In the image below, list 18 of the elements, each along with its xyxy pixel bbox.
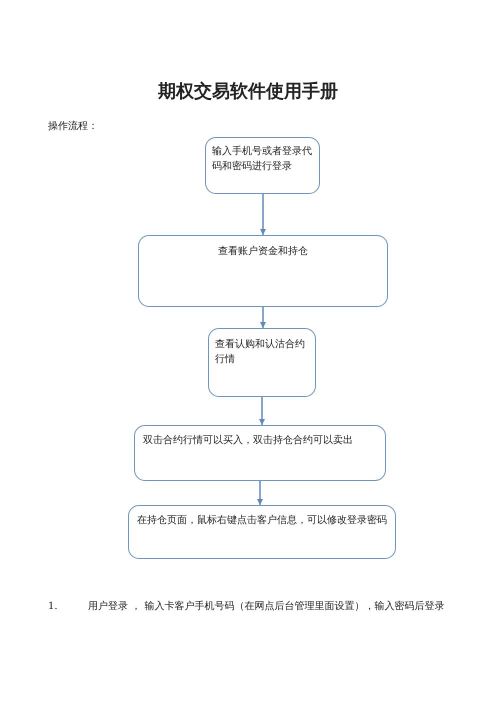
- arrow: [260, 194, 266, 235]
- process-box: [205, 137, 320, 194]
- list-number: 1.: [48, 600, 58, 613]
- step-text: 在持仓页面，鼠标右键点击客户信息，可以修改登录密码: [137, 514, 387, 528]
- process-box: [138, 235, 388, 307]
- process-box: [208, 328, 316, 397]
- list-item-text: 用户登录 ， 输入卡客户手机号码（在网点后台管理里面设置），输入密码后登录: [88, 600, 444, 613]
- arrow: [257, 481, 263, 505]
- title: 期权交易软件使用手册: [157, 81, 339, 103]
- arrow: [259, 397, 265, 425]
- process-box: [128, 505, 396, 559]
- step-text: 双击合约行情可以买入，双击持仓合约可以卖出: [143, 434, 354, 448]
- step-text: 查看认购和认沽合约行情: [215, 338, 306, 367]
- process-box: [134, 425, 386, 481]
- arrow: [260, 307, 266, 328]
- step-text: 输入手机号或者登录代码和密码进行登录: [212, 144, 313, 174]
- section-heading: 操作流程：: [48, 120, 98, 133]
- step-text: 查看账户资金和持仓: [217, 244, 309, 259]
